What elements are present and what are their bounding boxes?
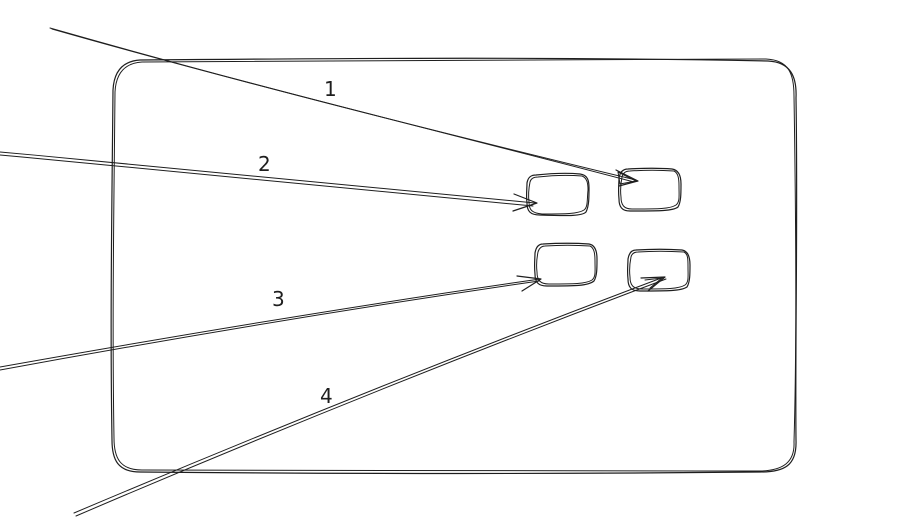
arrow-1: [49, 27, 639, 187]
button-bottom-right: [626, 248, 691, 292]
button-top-left: [525, 172, 590, 217]
device-frame: [110, 57, 798, 475]
callout-label-2: 2: [258, 152, 271, 176]
button-bottom-left: [533, 242, 598, 287]
button-top-right: [617, 167, 682, 212]
callout-label-1: 1: [324, 77, 337, 101]
callout-label-3: 3: [272, 287, 285, 311]
arrow-3: [0, 275, 542, 371]
callout-label-4: 4: [320, 384, 333, 408]
arrow-2: [0, 151, 538, 212]
arrow-4: [73, 276, 667, 517]
